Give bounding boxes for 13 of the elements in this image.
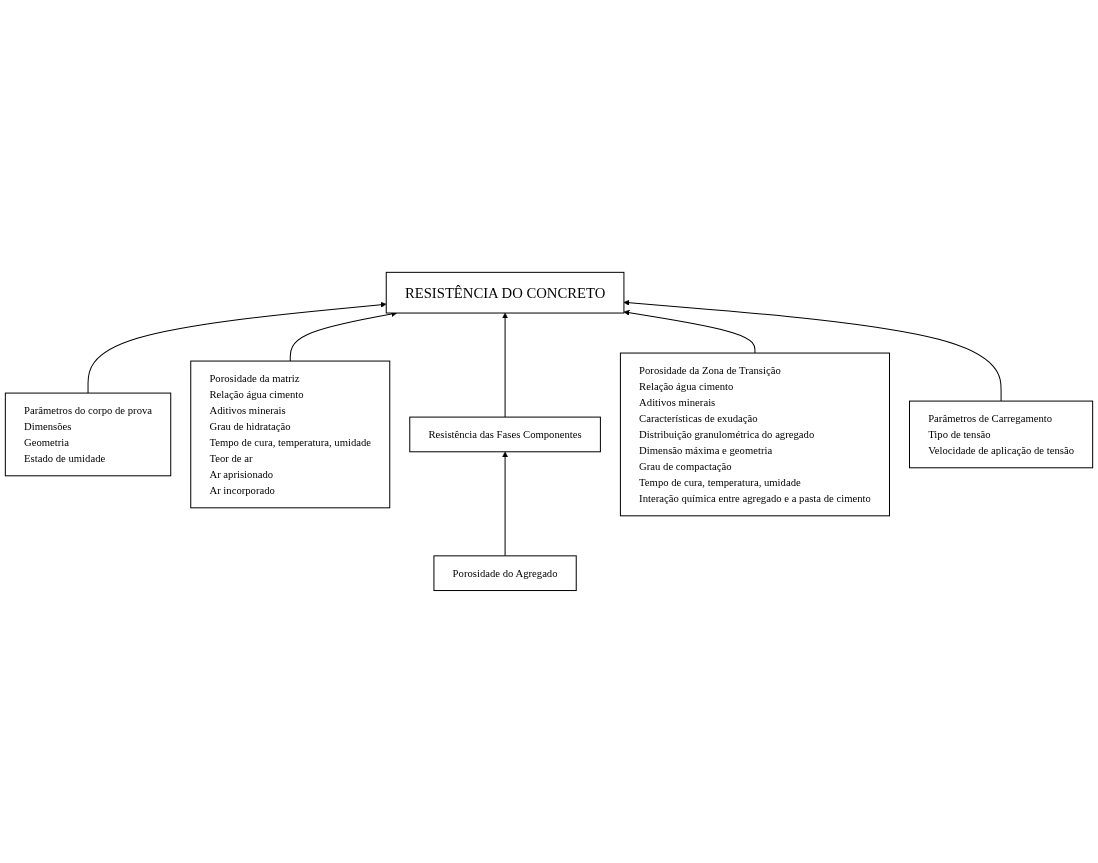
arrow (623, 299, 1002, 402)
arrow (502, 312, 508, 418)
node-box: Parâmetros do corpo de prova Dimensões Geometria Estado de umidade (4, 392, 172, 477)
node-box: Parâmetros de Carregamento Tipo de tensão Velocidade de aplicação de tensão (909, 400, 1094, 469)
node-box: Porosidade da matriz Relação água cimento Aditivos minerais Grau de hidratação Tempo de cura, temperatura, umidade Teor de ar Ar aprisionado Ar incorporado (190, 360, 391, 509)
node-box: RESISTÊNCIA DO CONCRETO (385, 271, 625, 314)
arrow (623, 309, 756, 354)
arrow (87, 301, 387, 394)
arrow (502, 451, 508, 557)
node-box: Resistência das Fases Componentes (409, 416, 601, 453)
node-box: Porosidade do Agregado (433, 555, 577, 592)
arrow (289, 311, 398, 362)
node-box: Porosidade da Zona de Transição Relação água cimento Aditivos minerais Características de exudação Distribuição granulométrica do agregado Dimensão máxima e geometria Grau de compactação Tempo de cura, temperatura, umidade Interação química entre agregado e a pasta de cimento (619, 352, 890, 517)
